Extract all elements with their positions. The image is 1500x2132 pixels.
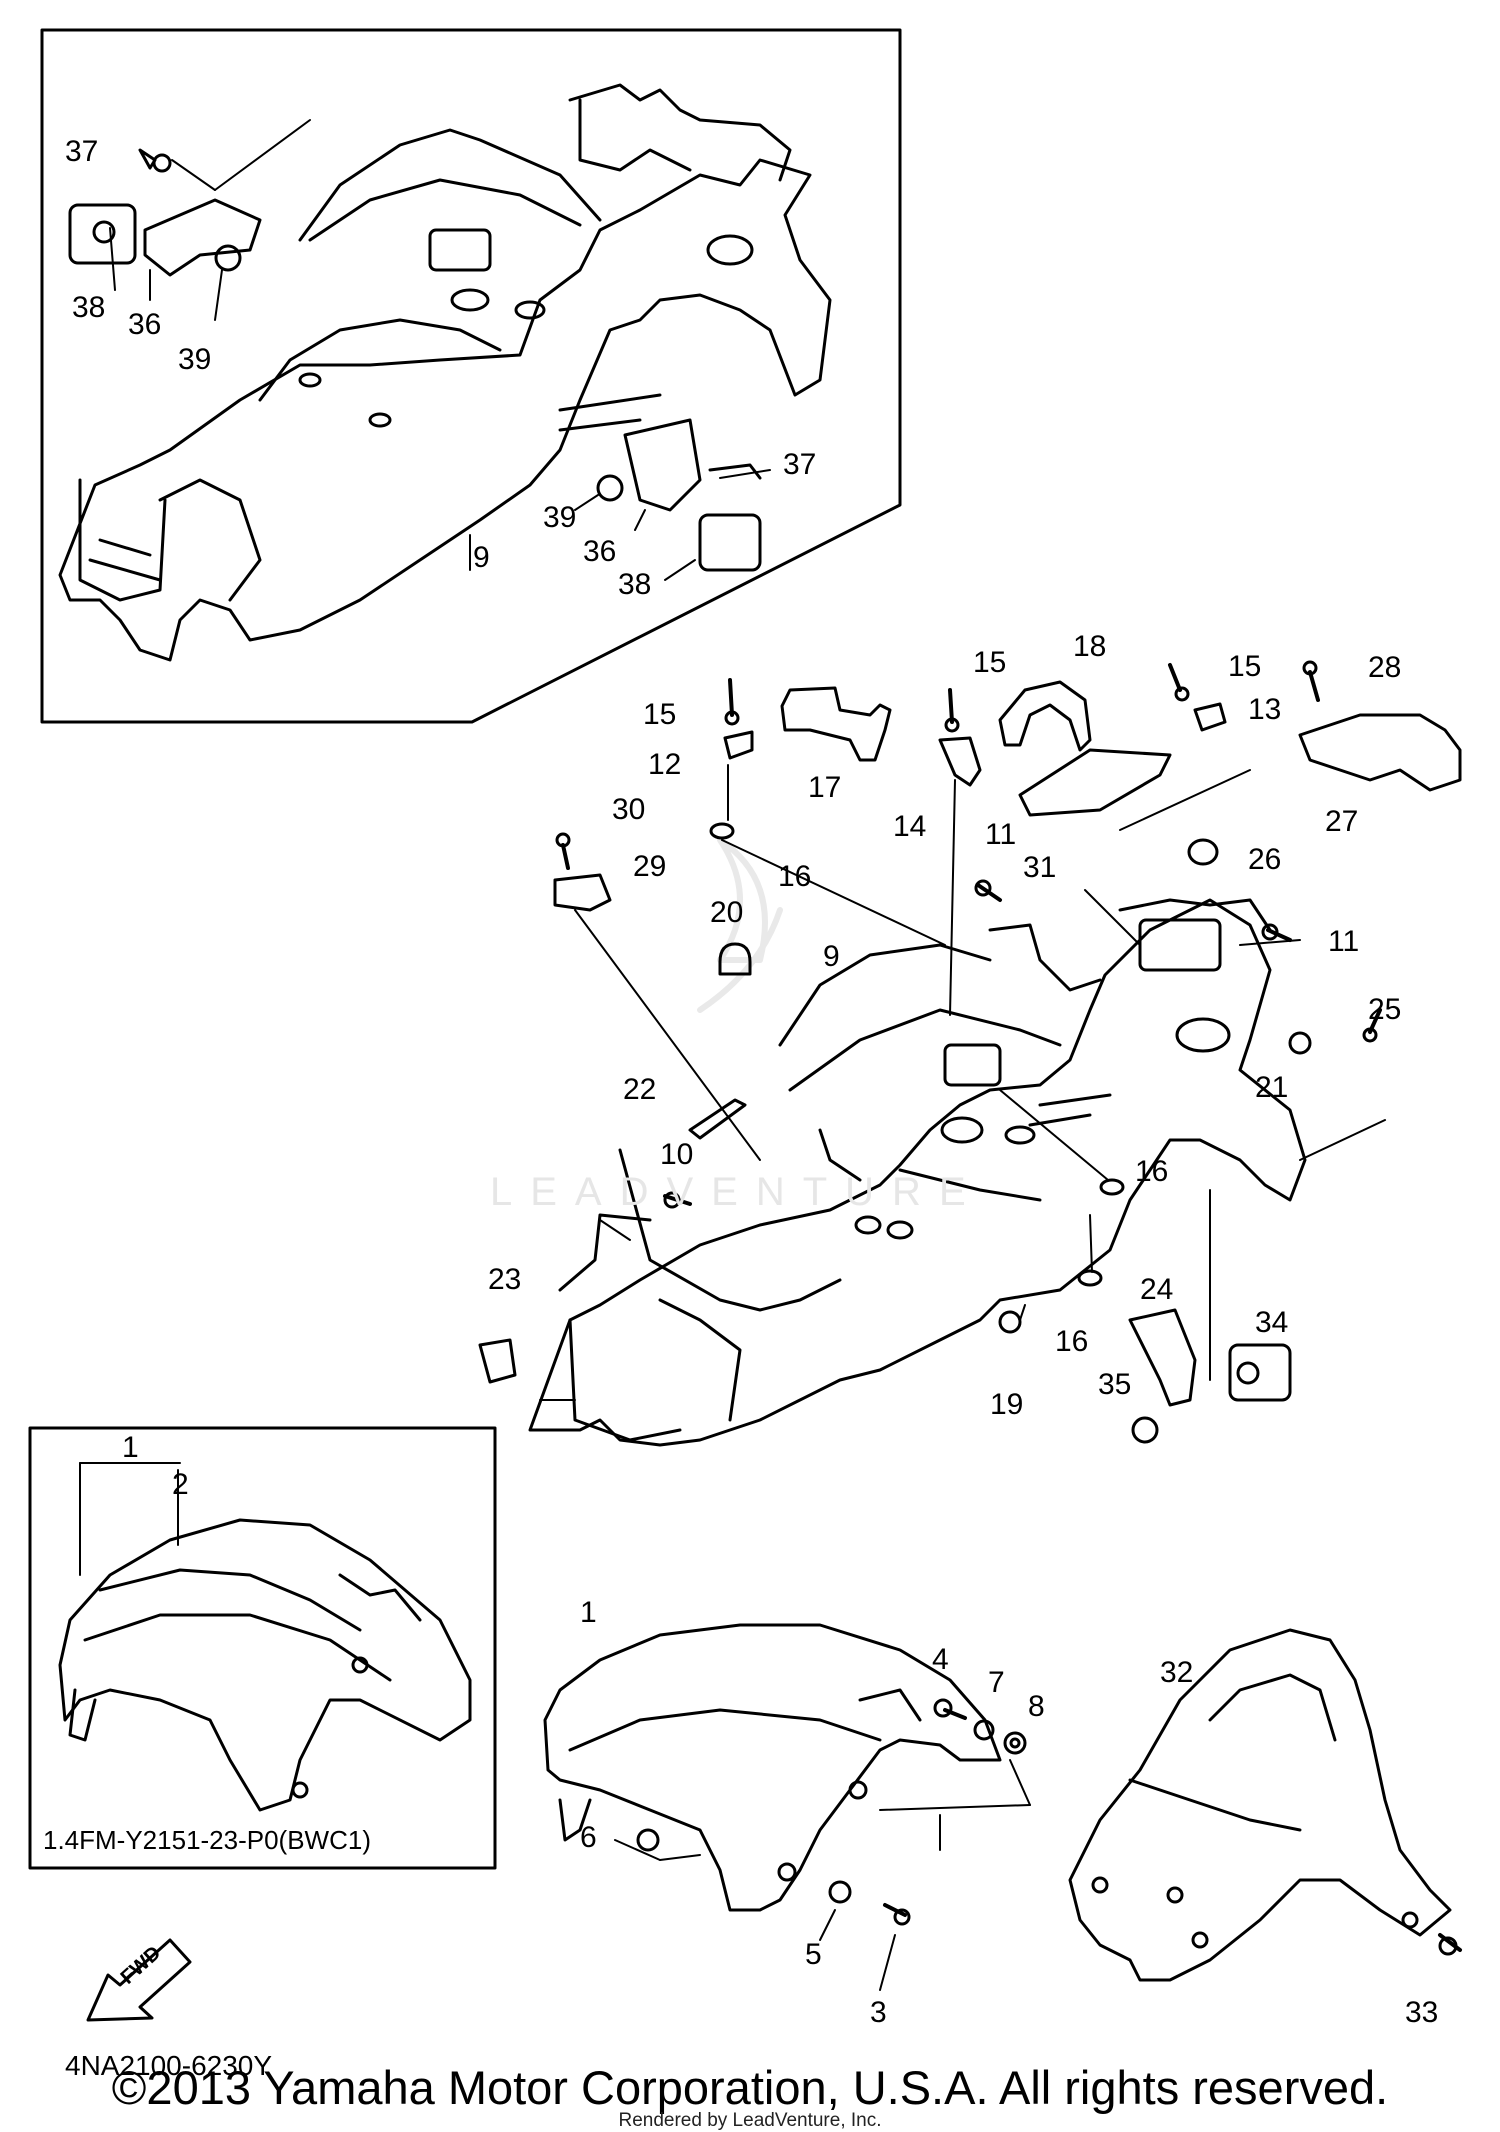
- callout-2: 2: [172, 1468, 189, 1501]
- rendered-by-notice: Rendered by LeadVenture, Inc.: [618, 2110, 882, 2131]
- rear-hugger: [1068, 1628, 1462, 1982]
- front-fender-leader-lines: [614, 1759, 1031, 1991]
- main-leader-lines: [539, 764, 1386, 1401]
- callout-9: 9: [823, 940, 840, 973]
- callout-1: 1: [122, 1431, 139, 1464]
- callout-38: 38: [618, 568, 652, 601]
- callout-36: 36: [128, 308, 162, 341]
- callout-17: 17: [808, 771, 842, 804]
- callout-27: 27: [1325, 805, 1359, 838]
- callout-16: 16: [1135, 1155, 1169, 1188]
- callout-8: 8: [1028, 1690, 1045, 1723]
- callout-22: 22: [623, 1073, 657, 1106]
- callout-10: 10: [660, 1138, 694, 1171]
- callout-11: 11: [985, 818, 1017, 851]
- inset-front-fender: [58, 1462, 472, 1812]
- callout-19: 19: [990, 1388, 1024, 1421]
- front-fender: [543, 1623, 1002, 1912]
- callout-11: 11: [1328, 925, 1360, 958]
- callout-25: 25: [1368, 993, 1402, 1026]
- front-fender-hardware: [636, 1698, 1027, 1926]
- fwd-arrow-icon: [86, 1938, 192, 2022]
- callout-28: 28: [1368, 651, 1402, 684]
- callout-15: 15: [1228, 650, 1262, 683]
- callout-9: 9: [473, 541, 490, 574]
- callout-14: 14: [893, 810, 927, 843]
- callout-38: 38: [72, 291, 106, 324]
- callout-7: 7: [988, 1666, 1005, 1699]
- inset-rear-fender: [58, 83, 832, 662]
- callout-33: 33: [1405, 1996, 1439, 2029]
- callout-16: 16: [1055, 1325, 1089, 1358]
- copyright-notice: ©2013 Yamaha Motor Corporation, U.S.A. A…: [111, 2061, 1389, 2114]
- watermark-text: LEADVENTURE: [490, 1170, 984, 1214]
- callout-34: 34: [1255, 1306, 1289, 1339]
- main-rear-fender: [528, 898, 1307, 1447]
- callout-23: 23: [488, 1263, 522, 1296]
- callout-12: 12: [648, 748, 682, 781]
- callout-20: 20: [710, 896, 744, 929]
- callout-15: 15: [973, 646, 1007, 679]
- inset-hardware: [68, 148, 762, 572]
- callout-26: 26: [1248, 843, 1282, 876]
- main-hardware: [478, 660, 1462, 1444]
- callout-13: 13: [1248, 693, 1282, 726]
- callout-3: 3: [870, 1996, 887, 2029]
- diagram-code: 4NA2100-6230Y: [65, 2050, 273, 2081]
- callout-5: 5: [805, 1938, 822, 1971]
- callout-24: 24: [1140, 1273, 1174, 1306]
- callout-15: 15: [643, 698, 677, 731]
- callout-35: 35: [1098, 1368, 1132, 1401]
- callout-39: 39: [543, 501, 577, 534]
- inset-leader-lines: [109, 119, 771, 581]
- callout-21: 21: [1255, 1071, 1289, 1104]
- callout-39: 39: [178, 343, 212, 376]
- callout-30: 30: [612, 793, 646, 826]
- callout-32: 32: [1160, 1656, 1194, 1689]
- callout-4: 4: [932, 1643, 949, 1676]
- callout-37: 37: [65, 135, 99, 168]
- top-inset-frame: [40, 28, 902, 724]
- callout-18: 18: [1073, 630, 1107, 663]
- callout-6: 6: [580, 1821, 597, 1854]
- callout-16: 16: [778, 860, 812, 893]
- inset-part-caption: 1.4FM-Y2151-23-P0(BWC1): [43, 1825, 371, 1855]
- callout-1: 1: [580, 1596, 597, 1629]
- callout-36: 36: [583, 535, 617, 568]
- front-fender-inset-frame: [28, 1426, 497, 1870]
- callout-37: 37: [783, 448, 817, 481]
- callout-29: 29: [633, 850, 667, 883]
- callout-31: 31: [1023, 851, 1057, 884]
